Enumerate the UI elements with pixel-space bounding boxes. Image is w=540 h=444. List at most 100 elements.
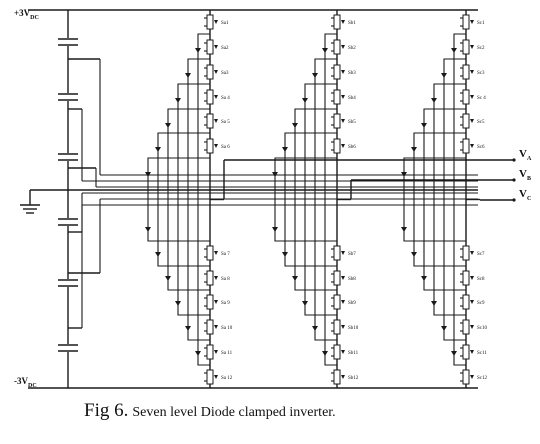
switch-label: Sb5 <box>348 120 356 125</box>
capacitor-gap <box>58 218 78 226</box>
igbt-switch: Sa 6 <box>204 138 230 154</box>
clamp-diode <box>451 351 457 356</box>
switch-label: Sc2 <box>477 46 485 51</box>
bottom-rail-label: -3VDC <box>14 376 37 389</box>
switch-body <box>462 14 470 30</box>
antiparallel-diode <box>214 45 218 49</box>
clamp-diode-branch <box>274 157 337 242</box>
switch-label: Sa 6 <box>221 145 230 150</box>
clamp-diode <box>401 227 407 232</box>
switch-label: Sb4 <box>348 96 356 101</box>
clamp-diode <box>302 301 308 306</box>
igbt-switch: Sb1 <box>331 14 356 30</box>
antiparallel-diode <box>214 119 218 123</box>
antiparallel-diode <box>470 375 474 379</box>
clamp-diode <box>272 172 278 177</box>
switch-body <box>333 14 341 30</box>
clamp-diode-branch <box>314 58 337 341</box>
antiparallel-diode <box>214 20 218 24</box>
switch-body <box>333 138 341 154</box>
clamp-diode <box>292 276 298 281</box>
switch-body <box>206 39 214 55</box>
antiparallel-diode <box>341 70 345 74</box>
switch-label: Sc9 <box>477 301 485 306</box>
antiparallel-diode <box>470 70 474 74</box>
clamp-diode-branch <box>304 83 337 316</box>
switch-body <box>462 64 470 80</box>
clamp-diode <box>322 48 328 53</box>
output-label-a: VA <box>519 148 532 162</box>
clamp-diode-branch <box>413 132 466 267</box>
clamp-diode-branch <box>443 58 466 341</box>
switch-label: Sb3 <box>348 71 356 76</box>
clamp-diode <box>165 123 171 128</box>
igbt-switch: Sb8 <box>331 270 356 286</box>
switch-label: Sa1 <box>221 21 229 26</box>
clamp-diode <box>155 147 161 152</box>
switch-body <box>462 138 470 154</box>
antiparallel-diode <box>341 20 345 24</box>
igbt-switch: Sb10 <box>331 319 359 335</box>
igbt-switch: Sc3 <box>460 64 485 80</box>
switch-label: Sc3 <box>477 71 485 76</box>
clamp-diode-branch <box>187 58 210 341</box>
clamp-diode <box>195 351 201 356</box>
switch-body <box>206 319 214 335</box>
clamp-diode-branch <box>433 83 466 316</box>
clamp-diode-branch <box>177 83 210 316</box>
antiparallel-diode <box>214 95 218 99</box>
switch-body <box>206 369 214 385</box>
antiparallel-diode <box>341 251 345 255</box>
antiparallel-diode <box>341 350 345 354</box>
switch-body <box>333 344 341 360</box>
switch-label: Sc8 <box>477 277 485 282</box>
igbt-switch: Sb5 <box>331 113 356 129</box>
antiparallel-diode <box>214 350 218 354</box>
antiparallel-diode <box>214 251 218 255</box>
clamp-diode <box>441 73 447 78</box>
switch-body <box>462 245 470 261</box>
switch-body <box>333 89 341 105</box>
igbt-switch: Sa 8 <box>204 270 230 286</box>
igbt-switch: Sc9 <box>460 294 485 310</box>
switch-body <box>462 113 470 129</box>
igbt-switch: Sc7 <box>460 245 485 261</box>
clamp-diode <box>175 301 181 306</box>
capacitor-gap <box>58 344 78 352</box>
switch-label: Sb9 <box>348 301 356 306</box>
antiparallel-diode <box>341 144 345 148</box>
switch-label: Sc1 <box>477 21 485 26</box>
capacitor-stack <box>20 10 78 388</box>
antiparallel-diode <box>470 251 474 255</box>
antiparallel-diode <box>341 276 345 280</box>
clamp-diode-branch <box>197 33 210 366</box>
switch-label: Sa 7 <box>221 252 230 257</box>
clamp-diode-branch <box>324 33 337 366</box>
capacitor-gap <box>58 279 78 287</box>
switch-body <box>462 270 470 286</box>
igbt-switch: Sc2 <box>460 39 485 55</box>
clamp-diode <box>401 172 407 177</box>
top-rail-label: +3VDC <box>14 8 39 21</box>
switch-label: Sb11 <box>348 351 359 356</box>
switch-body <box>462 369 470 385</box>
clamp-diode <box>302 98 308 103</box>
clamp-diode <box>421 123 427 128</box>
switch-body <box>333 64 341 80</box>
clamp-diode <box>431 301 437 306</box>
antiparallel-diode <box>470 45 474 49</box>
igbt-switch: Sb7 <box>331 245 356 261</box>
antiparallel-diode <box>470 325 474 329</box>
antiparallel-diode <box>214 300 218 304</box>
switch-label: Sc6 <box>477 145 485 150</box>
igbt-switch: Sa1 <box>204 14 229 30</box>
switch-body <box>462 39 470 55</box>
switch-label: Sb6 <box>348 145 356 150</box>
antiparallel-diode <box>470 20 474 24</box>
output-label-c: VC <box>519 188 531 202</box>
switch-label: Sa 11 <box>221 351 233 356</box>
igbt-switch: Sa 9 <box>204 294 230 310</box>
switch-label: Sa2 <box>221 46 229 51</box>
antiparallel-diode <box>341 300 345 304</box>
